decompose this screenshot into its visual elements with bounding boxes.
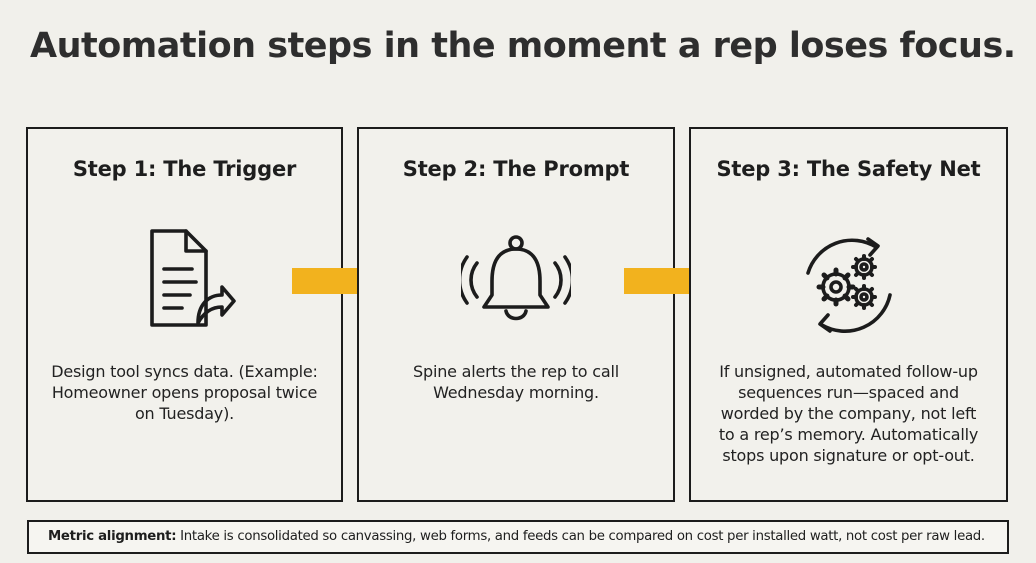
document-share-icon (149, 229, 236, 327)
step-card-trigger: Step 1: The Trigger Design tool syncs da… (26, 127, 343, 502)
metric-alignment-note: Metric alignment: Intake is consolidated… (27, 520, 1009, 554)
metric-label: Metric alignment: (48, 529, 177, 544)
gears-cycle-icon (805, 237, 892, 333)
step-heading: Step 3: The Safety Net (716, 157, 981, 181)
bell-alert-icon (461, 235, 571, 321)
step-heading: Step 1: The Trigger (72, 157, 297, 181)
metric-text: Intake is consolidated so canvassing, we… (176, 529, 985, 544)
step-heading: Step 2: The Prompt (402, 157, 630, 181)
step-description: If unsigned, automated follow-up sequenc… (718, 362, 979, 465)
page-title: Automation steps in the moment a rep los… (30, 26, 1016, 66)
step-card-safety-net: Step 3: The Safety Net (689, 127, 1008, 502)
step-card-prompt: Step 2: The Prompt Spine alerts the rep … (357, 127, 675, 502)
step-description: Design tool syncs data. (Example: Homeow… (51, 362, 318, 423)
step-description: Spine alerts the rep to call Wednesday m… (413, 362, 619, 402)
